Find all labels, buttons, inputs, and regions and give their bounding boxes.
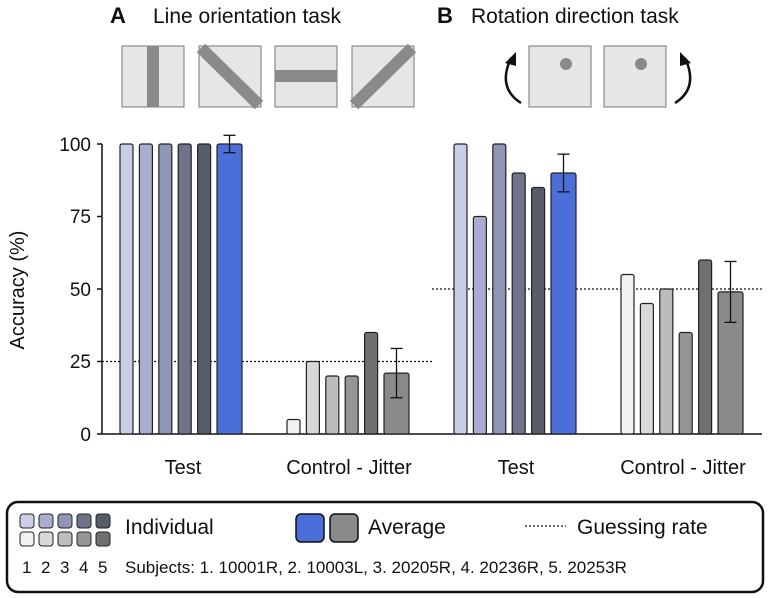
legend-swatch-control-3	[57, 531, 73, 547]
bar-b-control-subject-3	[659, 288, 674, 435]
bar-a-test-subject-1	[119, 143, 134, 435]
bar-b-test-average	[550, 172, 577, 435]
y-tick-label: 75	[70, 207, 91, 228]
legend-average-control-swatch	[329, 513, 359, 543]
bar-a-control-subject-3	[325, 375, 340, 435]
legend-swatch-test-3	[57, 513, 73, 529]
y-tick-label: 50	[70, 280, 91, 301]
bar-b-control-subject-5	[697, 259, 713, 435]
error-bar	[557, 153, 570, 193]
bars	[119, 134, 744, 435]
bar-a-control-subject-5	[364, 331, 379, 435]
bar-b-control-subject-2	[639, 302, 655, 435]
panel-a-title: Line orientation task	[153, 5, 341, 28]
y-axis: 0 25 50 75 100	[59, 135, 103, 446]
bar-a-test-subject-3	[158, 143, 173, 435]
error-bar	[390, 347, 403, 399]
legend-subjects-text: Subjects: 1. 10001R, 2. 10003L, 3. 20205…	[125, 558, 627, 577]
legend-swatch-test-5	[95, 513, 111, 529]
legend-swatch-control-4	[76, 531, 92, 547]
stimulus-diagonal-up	[349, 43, 417, 110]
legend-average-test-swatch	[295, 513, 325, 543]
y-axis-label: Accuracy (%)	[7, 231, 29, 350]
error-bar	[724, 260, 737, 324]
legend-average-label: Average	[368, 516, 446, 539]
bar-a-test-subject-5	[197, 143, 212, 435]
bar-b-control-subject-1	[620, 273, 635, 435]
bar-b-test-subject-5	[530, 186, 546, 435]
bar-a-control-subject-2	[305, 360, 320, 435]
category-label-test-b: Test	[498, 457, 535, 479]
bar-a-control-subject-1	[286, 418, 301, 435]
legend-guessing-label: Guessing rate	[577, 516, 708, 539]
legend-individual-swatches	[19, 513, 111, 547]
legend-swatch-control-5	[95, 531, 111, 547]
error-bar	[223, 134, 236, 154]
legend-subject-number: 4	[79, 558, 88, 577]
legend-subject-number: 2	[41, 558, 50, 577]
stimulus-vertical	[121, 45, 185, 108]
legend: Individual Average Guessing rate 1 2 3 4…	[5, 500, 765, 594]
stimulus-diagonal-down	[196, 43, 264, 110]
line-orientation-stimuli	[121, 43, 417, 110]
bar-a-test-subject-2	[138, 143, 153, 435]
y-tick-label: 100	[59, 135, 91, 156]
bar-b-test-subject-4	[511, 172, 526, 435]
stimulus-dot-right	[603, 45, 667, 108]
rotation-stimuli	[504, 45, 692, 108]
legend-swatch-test-4	[76, 513, 92, 529]
bar-b-test-subject-1	[453, 143, 468, 435]
counterclockwise-arrow-icon	[504, 52, 522, 105]
stimulus-dot-left	[528, 45, 592, 108]
bar-b-test-subject-3	[492, 143, 507, 435]
legend-swatch-test-2	[38, 513, 54, 529]
category-label-control-a: Control - Jitter	[286, 457, 412, 479]
panel-b-letter: B	[437, 3, 453, 28]
legend-box	[5, 500, 765, 594]
bar-b-control-subject-4	[678, 331, 693, 435]
legend-subject-number: 5	[98, 558, 107, 577]
bar-b-test-subject-2	[472, 215, 487, 435]
y-tick-label: 25	[70, 352, 91, 373]
legend-subject-number: 1	[22, 558, 31, 577]
bar-a-test-average	[216, 143, 243, 435]
stimulus-horizontal	[274, 45, 338, 108]
legend-individual-label: Individual	[125, 516, 214, 539]
legend-swatch-control-1	[19, 531, 35, 547]
panel-a-letter: A	[110, 3, 126, 28]
legend-swatch-control-2	[38, 531, 54, 547]
category-label-control-b: Control - Jitter	[620, 457, 746, 479]
legend-subject-number: 3	[60, 558, 69, 577]
bar-a-test-subject-4	[177, 143, 192, 435]
y-tick-label: 0	[80, 425, 91, 446]
legend-swatch-test-1	[19, 513, 35, 529]
category-label-test-a: Test	[165, 457, 202, 479]
clockwise-arrow-icon	[674, 52, 692, 105]
panel-b-title: Rotation direction task	[471, 5, 679, 28]
bar-a-control-subject-4	[344, 375, 359, 435]
